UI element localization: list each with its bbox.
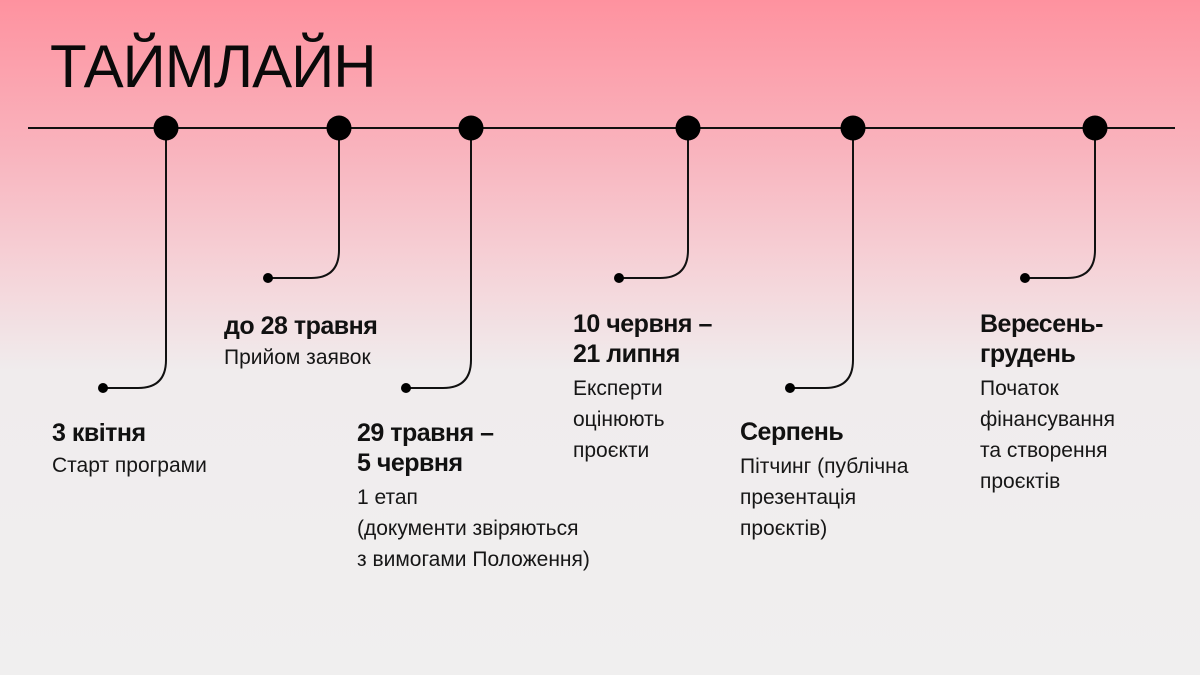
description-line: Прийом заявок bbox=[224, 346, 371, 369]
date-line: 21 липня bbox=[573, 340, 680, 368]
milestone-node-5 bbox=[840, 115, 866, 141]
date-line: грудень bbox=[980, 340, 1076, 368]
page-title: ТАЙМЛАЙН bbox=[50, 33, 377, 100]
date-line: 29 травня – bbox=[357, 419, 494, 447]
event-date: 3 квітня bbox=[52, 418, 207, 448]
event-date: 29 травня – 5 червня bbox=[357, 418, 590, 478]
description-line: з вимогами Положення) bbox=[357, 548, 590, 571]
connector-2 bbox=[268, 128, 340, 279]
description-line: та створення bbox=[980, 439, 1108, 462]
event-date: Серпень bbox=[740, 417, 908, 447]
event-5: Серпень Пітчинг (публічна презентація пр… bbox=[740, 417, 908, 544]
description-line: Експерти bbox=[573, 377, 663, 400]
milestone-node-1 bbox=[153, 115, 179, 141]
description-line: Початок bbox=[980, 377, 1059, 400]
event-description: 1 етап (документи звіряються з вимогами … bbox=[357, 482, 590, 575]
connector-3 bbox=[406, 128, 472, 389]
connector-6 bbox=[1025, 128, 1096, 279]
event-description: Прийом заявок bbox=[224, 342, 377, 373]
milestone-node-6 bbox=[1082, 115, 1108, 141]
description-line: фінансування bbox=[980, 408, 1115, 431]
event-2: до 28 травня Прийом заявок bbox=[224, 311, 378, 373]
milestone-node-4 bbox=[675, 115, 701, 141]
date-line: Серпень bbox=[740, 418, 844, 446]
event-date: 10 червня – 21 липня bbox=[573, 309, 712, 369]
event-date: до 28 травня bbox=[224, 311, 378, 341]
description-line: проєкти bbox=[573, 439, 650, 462]
end-dot-3 bbox=[401, 383, 411, 393]
description-line: (документи звіряються bbox=[357, 517, 579, 540]
description-line: проєктів bbox=[980, 470, 1061, 493]
end-dot-1 bbox=[98, 383, 108, 393]
event-6: Вересень- грудень Початок фінансування т… bbox=[980, 309, 1115, 497]
end-dot-6 bbox=[1020, 273, 1030, 283]
date-line: Вересень- bbox=[980, 310, 1103, 338]
description-line: проєктів) bbox=[740, 517, 828, 540]
event-3: 29 травня – 5 червня 1 етап (документи з… bbox=[357, 418, 590, 575]
date-line: 10 червня – bbox=[573, 310, 712, 338]
date-line: до 28 травня bbox=[224, 312, 378, 340]
connector-1 bbox=[103, 128, 167, 389]
event-date: Вересень- грудень bbox=[980, 309, 1115, 369]
event-description: Пітчинг (публічна презентація проєктів) bbox=[740, 451, 908, 544]
end-dot-5 bbox=[785, 383, 795, 393]
date-line: 3 квітня bbox=[52, 419, 146, 447]
description-line: оцінюють bbox=[573, 408, 665, 431]
description-line: Старт програми bbox=[52, 454, 207, 477]
connector-4 bbox=[619, 128, 689, 279]
event-description: Експерти оцінюють проєкти bbox=[573, 373, 712, 466]
connector-5 bbox=[790, 128, 854, 389]
event-description: Старт програми bbox=[52, 450, 207, 481]
description-line: Пітчинг (публічна bbox=[740, 455, 909, 478]
end-dot-2 bbox=[263, 273, 273, 283]
milestone-node-2 bbox=[326, 115, 352, 141]
milestone-node-3 bbox=[458, 115, 484, 141]
date-line: 5 червня bbox=[357, 449, 463, 477]
event-1: 3 квітня Старт програми bbox=[52, 418, 207, 481]
description-line: 1 етап bbox=[357, 486, 418, 509]
end-dot-4 bbox=[614, 273, 624, 283]
event-description: Початок фінансування та створення проєкт… bbox=[980, 373, 1115, 497]
description-line: презентація bbox=[740, 486, 857, 509]
event-4: 10 червня – 21 липня Експерти оцінюють п… bbox=[573, 309, 712, 466]
